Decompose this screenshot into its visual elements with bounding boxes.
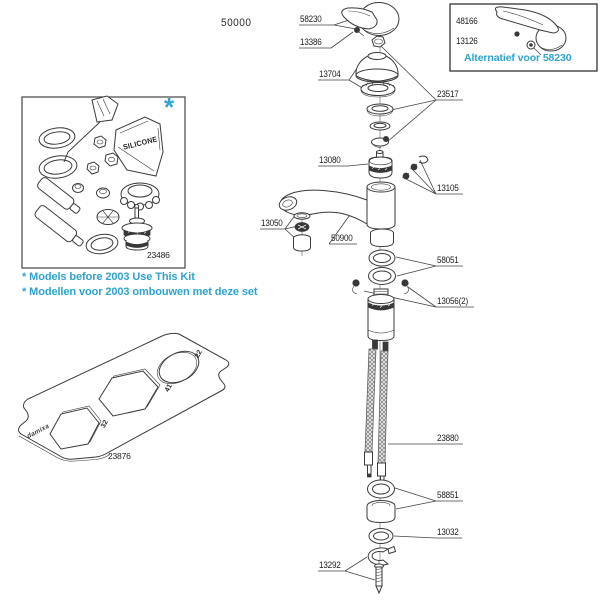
o-rings-drawing <box>368 228 396 285</box>
base-body-drawing <box>367 288 395 352</box>
base-ring-drawing <box>366 479 396 544</box>
part-label-58230: 58230 <box>300 14 322 24</box>
part-label-13126: 13126 <box>456 36 478 46</box>
kit-note-english: * Models before 2003 Use This Kit <box>22 271 195 283</box>
part-label-13056: 13056(2) <box>437 296 468 306</box>
model-number-label: 50000 <box>221 17 252 29</box>
part-label-23876: 23876 <box>108 451 131 461</box>
aerator-drawing <box>293 212 311 252</box>
mounting-stud-drawing <box>367 545 397 595</box>
part-label-13032: 13032 <box>437 527 459 537</box>
trim-rings-drawing <box>366 103 394 148</box>
part-label-23486: 23486 <box>147 250 170 260</box>
part-label-23517: 23517 <box>437 89 459 99</box>
alt-box-drawing <box>449 3 598 72</box>
base-screws-drawing <box>352 279 409 295</box>
hoses-drawing <box>364 348 389 486</box>
alt-box-note: Alternatief voor 58230 <box>464 52 572 64</box>
dome-cap-drawing <box>355 52 399 98</box>
kit-note-dutch: * Modellen voor 2003 ombouwen met deze s… <box>22 286 258 298</box>
part-label-13292: 13292 <box>319 560 341 570</box>
part-label-50900: 50900 <box>331 233 353 243</box>
kit-asterisk-marker: * <box>164 92 175 122</box>
part-label-58051: 58051 <box>437 255 459 265</box>
plate-drawing <box>18 332 230 462</box>
part-label-13704: 13704 <box>319 69 341 79</box>
set-screws-drawing <box>402 155 429 180</box>
part-label-48166: 48166 <box>456 16 478 26</box>
part-label-58851: 58851 <box>437 490 459 500</box>
cartridge-drawing <box>368 150 393 179</box>
part-label-13386: 13386 <box>300 37 322 47</box>
part-label-23880: 23880 <box>437 433 459 443</box>
handle-drawing <box>341 2 400 48</box>
faucet-body-drawing <box>278 181 396 230</box>
part-label-13105: 13105 <box>437 183 459 193</box>
part-label-13080: 13080 <box>319 155 341 165</box>
part-label-13050: 13050 <box>261 218 283 228</box>
kit-box-drawing <box>21 95 186 269</box>
